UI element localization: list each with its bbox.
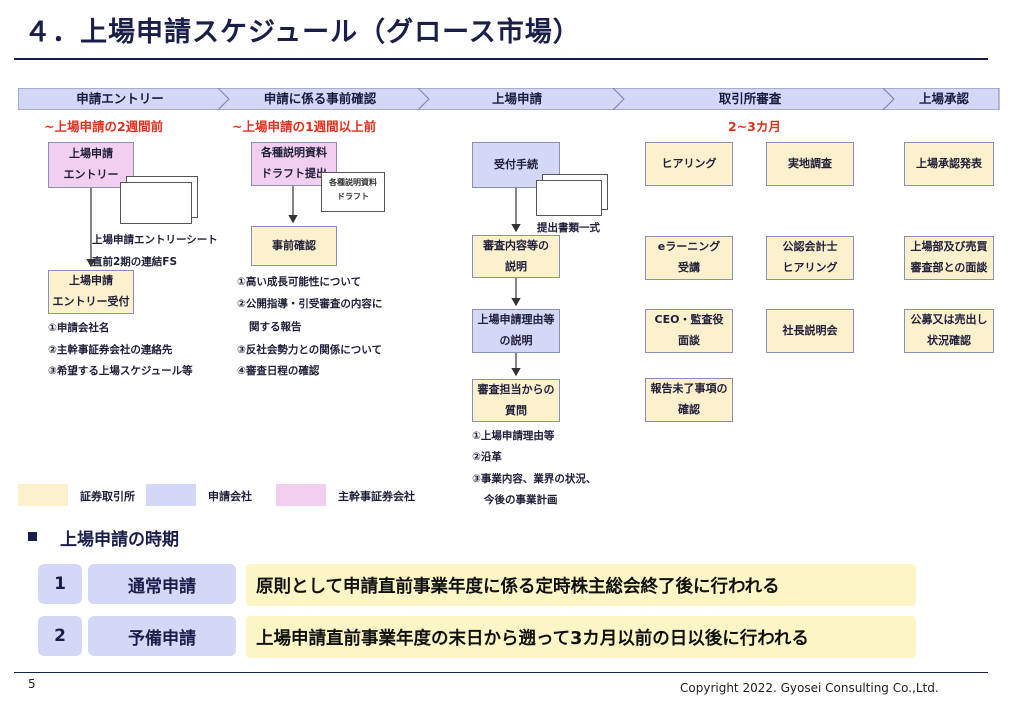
phase-label-entry: 申請エントリー — [76, 91, 164, 106]
offering-status-line2: 状況確認 — [927, 334, 971, 347]
row-2-number: 2 — [38, 616, 82, 656]
elearning-line1: eラーニング — [657, 240, 721, 254]
dept-interview-line1: 上場部及び売買 — [910, 240, 988, 254]
unreported-check-box: 報告未了事項の確認 — [645, 378, 733, 422]
draft-doc-icon: 各種説明資料ドラフト — [321, 172, 385, 212]
page-title: ４．上場申請スケジュール（グロース市場） — [24, 17, 581, 48]
question-item-2: ②沿革 — [472, 451, 502, 463]
submit-docs-icon — [536, 180, 602, 216]
offering-status-box: 公募又は売出し状況確認 — [904, 309, 994, 353]
row-1-number: 1 — [38, 564, 82, 604]
draft-doc-line2: ドラフト — [337, 191, 369, 201]
reason-explain-line1: 上場申請理由等 — [477, 313, 555, 327]
row-2-kind: 予備申請 — [88, 616, 236, 656]
reason-explain-box: 上場申請理由等の説明 — [472, 309, 560, 353]
ceo-interview-line1: CEO・監査役 — [654, 313, 724, 327]
question-item-3b: 今後の事業計画 — [484, 494, 558, 506]
title-divider — [14, 58, 988, 60]
dept-interview-line2: 審査部との面談 — [910, 261, 988, 274]
phase-label-precheck: 申請に係る事前確認 — [263, 91, 377, 106]
entry-accept-line2: エントリー受付 — [52, 295, 130, 308]
question-line2: 質問 — [505, 403, 527, 417]
precheck-item-2b: 関する報告 — [249, 321, 302, 333]
row-1-description: 原則として申請直前事業年度に係る定時株主総会終了後に行われる — [246, 564, 916, 606]
timing-review: 2~3カ月 — [728, 119, 781, 134]
phase-arrow-3 — [417, 88, 625, 110]
entry-sheet-doc-icon — [120, 182, 192, 224]
legend-swatch-exchange — [18, 484, 68, 506]
precheck-item-4: ④審査日程の確認 — [237, 365, 320, 377]
reviewer-question-box: 審査担当からの質問 — [472, 379, 560, 422]
ceo-auditor-interview-box: CEO・監査役面談 — [645, 309, 733, 353]
row-1-kind: 通常申請 — [88, 564, 236, 604]
draft-doc-line1: 各種説明資料 — [329, 178, 377, 187]
phase-arrow-5 — [882, 88, 1000, 110]
question-line1: 審査担当からの — [477, 382, 555, 396]
copyright: Copyright 2022. Gyosei Consulting Co.,Lt… — [680, 681, 939, 695]
cpa-hearing-line2: ヒアリング — [782, 261, 838, 274]
entry-accept-line1: 上場申請 — [69, 274, 113, 288]
review-explain-line1: 審査内容等の — [483, 238, 549, 252]
approval-announce-box: 上場承認発表 — [904, 142, 994, 186]
page-number: 5 — [28, 677, 36, 691]
entry-box: 上場申請エントリー — [48, 142, 134, 188]
unreported-line1: 報告未了事項の — [650, 382, 728, 396]
dept-interview-box: 上場部及び売買審査部との面談 — [904, 236, 994, 280]
legend-swatch-applicant — [146, 484, 196, 506]
precheck-item-1: ①高い成長可能性について — [237, 276, 362, 288]
legend-label-underwriter: 主幹事証券会社 — [338, 490, 415, 503]
draft-box-line2: ドラフト提出 — [261, 167, 327, 180]
question-item-1: ①上場申請理由等 — [472, 430, 555, 442]
phase-arrow-2 — [217, 88, 430, 110]
ceo-interview-line2: 面談 — [677, 334, 700, 347]
precheck-item-2: ②公開指導・引受審査の内容に — [237, 298, 383, 310]
onsite-inspection-box: 実地調査 — [766, 142, 854, 186]
entry-item-3: ③希望する上場スケジュール等 — [48, 365, 193, 377]
section-heading: 上場申請の時期 — [60, 530, 179, 550]
entry-box-line1: 上場申請 — [69, 147, 113, 161]
unreported-line2: 確認 — [678, 403, 700, 416]
entry-sheet-note: 上場申請エントリーシート — [92, 234, 218, 246]
phase-label-review: 取引所審査 — [718, 91, 782, 106]
precheck-box: 事前確認 — [251, 226, 337, 266]
precheck-item-3: ③反社会勢力との関係について — [237, 344, 382, 356]
section-bullet-icon — [28, 532, 37, 541]
timing-precheck: ~上場申請の1週間以上前 — [232, 119, 377, 134]
entry-item-2: ②主幹事証券会社の連絡先 — [48, 344, 173, 356]
phase-arrow-band — [18, 88, 1000, 110]
footer-divider — [14, 672, 988, 673]
question-item-3: ③事業内容、業界の状況、 — [472, 473, 597, 485]
elearning-box: eラーニング受講 — [645, 236, 733, 280]
entry-box-line2: エントリー — [63, 168, 119, 181]
hearing-box: ヒアリング — [645, 142, 733, 186]
row-2-description: 上場申請直前事業年度の末日から遡って3カ月以前の日以後に行われる — [246, 616, 916, 658]
legend-swatch-underwriter — [276, 484, 326, 506]
offering-status-line1: 公募又は売出し — [910, 313, 988, 327]
legend-label-exchange: 証券取引所 — [80, 490, 135, 503]
entry-accept-box: 上場申請エントリー受付 — [48, 270, 134, 314]
submit-docs-note: 提出書類一式 — [537, 222, 600, 234]
entry-item-1: ①申請会社名 — [48, 322, 110, 334]
phase-label-approval: 上場承認 — [918, 91, 969, 106]
legend-label-applicant: 申請会社 — [208, 490, 252, 503]
cpa-hearing-line1: 公認会計士 — [782, 240, 838, 254]
phase-arrow-4 — [612, 88, 895, 110]
president-briefing-box: 社長説明会 — [766, 309, 854, 353]
draft-box-line1: 各種説明資料 — [261, 146, 327, 160]
timing-entry: ~上場申請の2週間前 — [44, 119, 164, 134]
review-explain-line2: 説明 — [505, 259, 527, 273]
elearning-line2: 受講 — [678, 261, 700, 274]
fs-note: 直前2期の連結FS — [92, 256, 178, 268]
cpa-hearing-box: 公認会計士ヒアリング — [766, 236, 854, 280]
reason-explain-line2: の説明 — [499, 334, 533, 347]
phase-label-application: 上場申請 — [491, 91, 542, 106]
review-explain-box: 審査内容等の説明 — [472, 235, 560, 278]
